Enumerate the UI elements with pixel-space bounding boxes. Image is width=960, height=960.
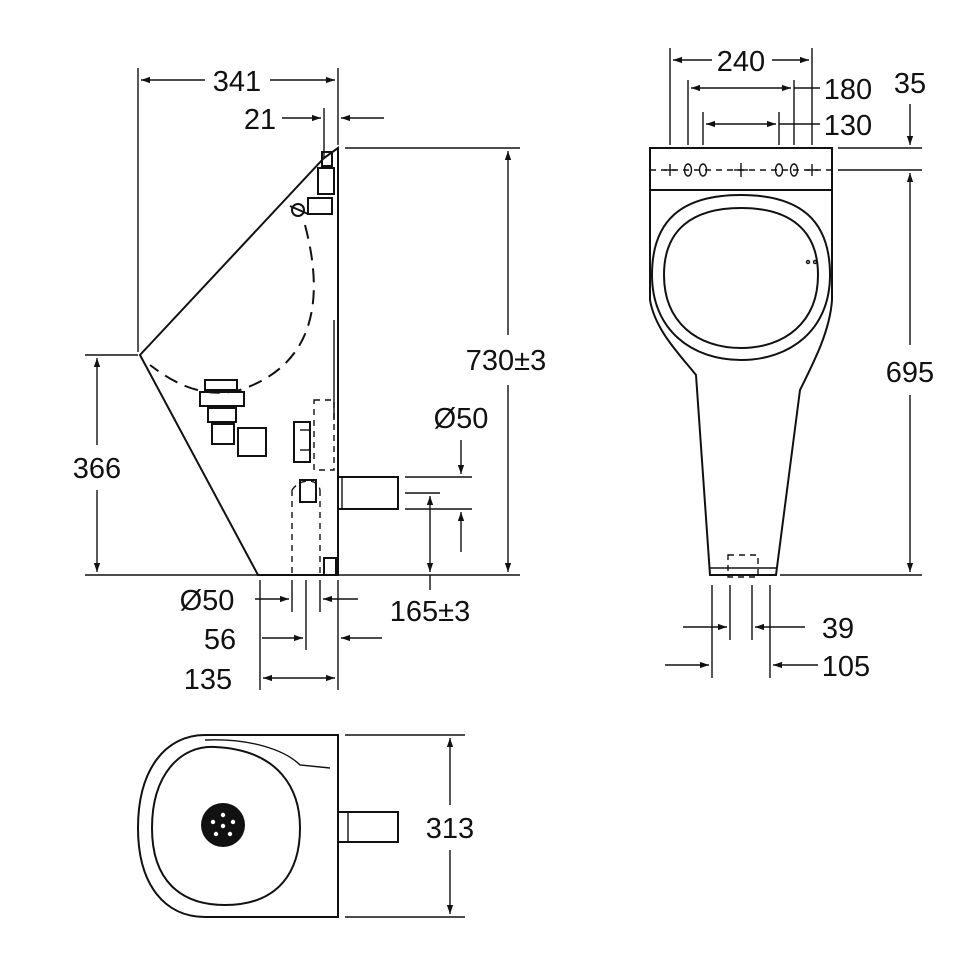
- dim-side-offset: 21: [244, 104, 276, 136]
- front-bowl-inner: [662, 206, 820, 350]
- front-outlet-icon: [727, 554, 759, 578]
- front-mounting-plate: [649, 147, 833, 191]
- drain-pipe-hidden: [291, 480, 321, 575]
- dim-front-height-695: 695: [886, 357, 934, 389]
- side-bowl-hidden-line: [149, 224, 315, 394]
- top-outlet-pipe: [337, 811, 399, 843]
- dim-side-height: 730±3: [466, 345, 546, 377]
- top-view: 313: [136, 734, 474, 918]
- drain-fitting-icon: [299, 479, 317, 503]
- top-bowl-outline: [150, 745, 302, 907]
- back-connector-icon: [293, 399, 335, 471]
- dim-front-top-35: 35: [894, 68, 926, 100]
- dim-outlet-diameter: Ø50: [434, 403, 489, 435]
- dim-front-width-130: 130: [824, 110, 872, 142]
- side-view: 341 21 730±3 366 Ø50 165±3 Ø50: [73, 66, 546, 696]
- top-body-outline: [136, 734, 339, 918]
- dim-front-outlet-105: 105: [822, 651, 870, 683]
- dim-front-width-180: 180: [824, 74, 872, 106]
- front-body-outline: [649, 190, 833, 576]
- dim-top-depth-313: 313: [426, 813, 474, 845]
- drain-base-icon: [323, 557, 337, 576]
- front-bowl-outer: [650, 193, 832, 362]
- dim-side-width: 341: [213, 66, 261, 98]
- front-view: 240 180 130 35 695 39 105: [649, 46, 934, 683]
- dim-outlet-height: 165±3: [390, 596, 470, 628]
- drain-strainer-icon: [201, 803, 245, 847]
- dim-front-outlet-39: 39: [822, 613, 854, 645]
- dim-side-rim-height: 366: [73, 453, 121, 485]
- mounting-holes-icon: [650, 163, 832, 177]
- dim-front-width-240: 240: [717, 46, 765, 78]
- trap-icon: [199, 379, 267, 457]
- side-outlet-pipe: [337, 476, 399, 510]
- dim-drain-offset-56: 56: [204, 624, 236, 656]
- dim-drain-offset-135: 135: [184, 664, 232, 696]
- flush-valve-icon: [289, 151, 335, 217]
- dim-drain-diameter: Ø50: [180, 585, 235, 617]
